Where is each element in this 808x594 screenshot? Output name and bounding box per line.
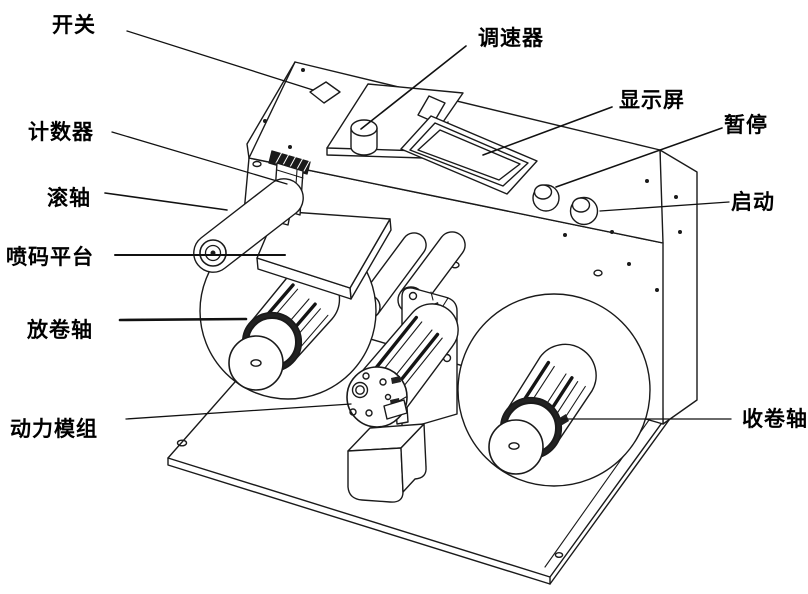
label-speed-controller: 调速器 — [478, 25, 544, 50]
start-button — [569, 196, 599, 226]
label-power-module: 动力模组 — [10, 416, 98, 441]
leader-unwind-shaft — [118, 317, 248, 322]
label-rewind-shaft: 收卷轴 — [742, 406, 808, 431]
leader-speed-controller — [360, 45, 467, 130]
label-counter: 计数器 — [28, 119, 94, 144]
leader-start — [599, 201, 730, 212]
pause-button — [532, 184, 560, 212]
leader-counter — [111, 131, 288, 185]
rewind-flange — [488, 419, 544, 475]
power-switch — [309, 81, 341, 104]
speed-controller-knob — [350, 119, 378, 156]
label-slot — [268, 150, 311, 175]
label-unwind-shaft: 放卷轴 — [27, 317, 93, 342]
leader-lines — [104, 30, 732, 420]
leader-display — [482, 106, 613, 156]
label-start: 启动 — [731, 189, 775, 214]
screw-dots — [263, 68, 682, 292]
leader-switch — [126, 30, 314, 91]
power-module — [346, 303, 459, 503]
label-display: 显示屏 — [619, 87, 685, 112]
motor-base-block — [347, 423, 427, 503]
label-switch: 开关 — [52, 12, 96, 37]
label-roller: 滚轴 — [47, 185, 91, 210]
label-inkjet-platform: 喷码平台 — [6, 244, 94, 269]
inkjet-platform — [256, 210, 392, 300]
motor-face-plate — [346, 366, 408, 428]
unwind-flange — [228, 335, 284, 391]
leader-roller — [104, 192, 228, 211]
leader-pause — [555, 127, 723, 188]
leader-power-module — [125, 403, 352, 420]
label-pause: 暂停 — [724, 112, 768, 137]
